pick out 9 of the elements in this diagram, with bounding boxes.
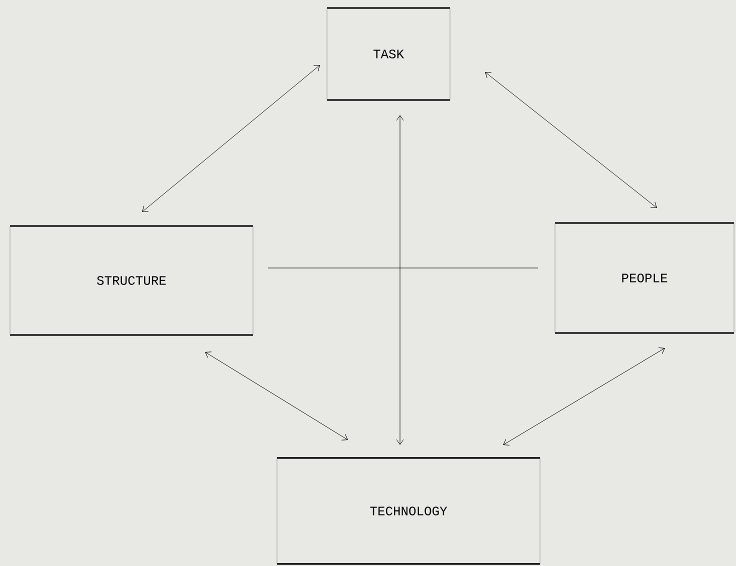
arrow xyxy=(503,348,665,446)
text-box: STRUCTURE xyxy=(10,225,254,336)
arrow xyxy=(142,65,320,212)
text-box: TECHNOLOGY xyxy=(276,457,540,565)
arrow xyxy=(396,115,404,445)
text-box: PEOPLE xyxy=(554,222,734,334)
arrow xyxy=(485,72,657,208)
arrow xyxy=(205,352,348,440)
text-box: TASK xyxy=(326,7,450,101)
